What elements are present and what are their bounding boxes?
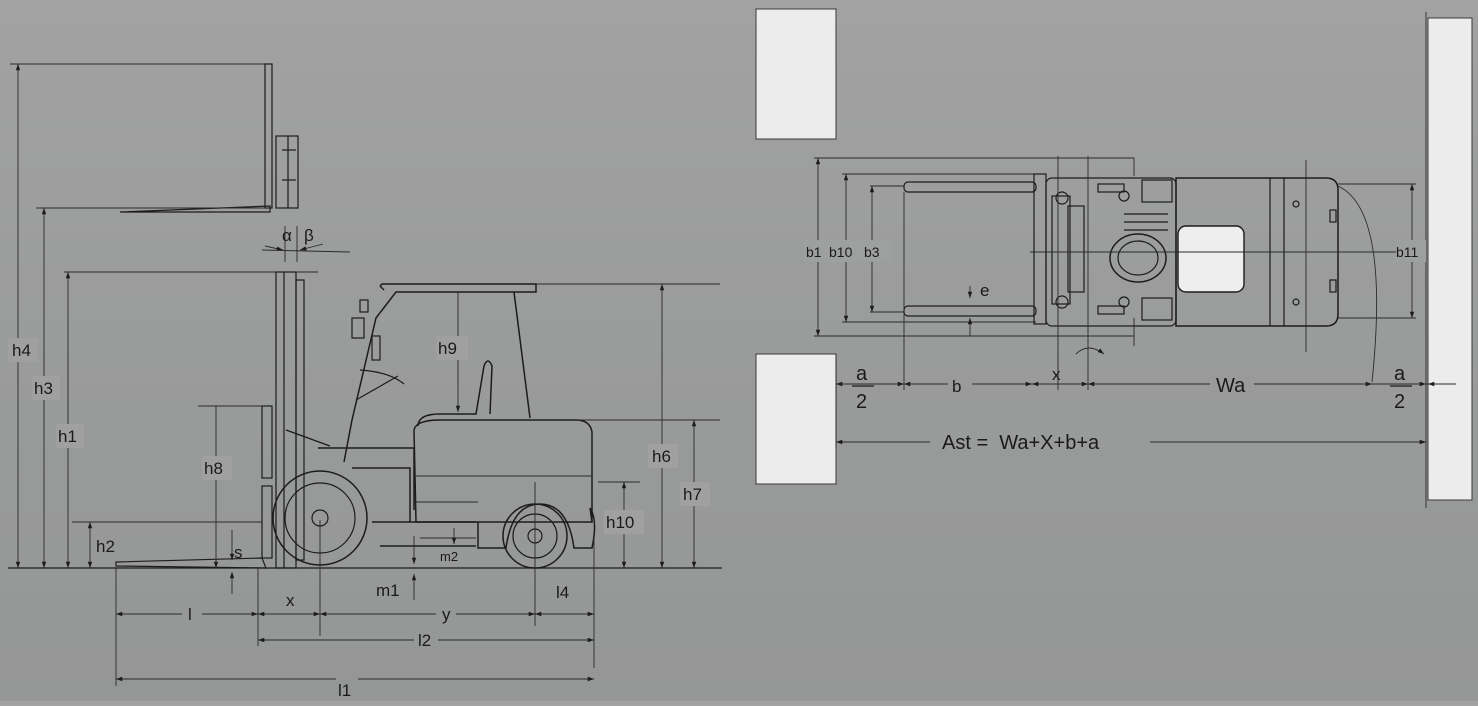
l2-label: l2 xyxy=(418,631,431,650)
side-view: α β xyxy=(8,63,722,700)
b11-label: b11 xyxy=(1396,244,1419,260)
e-label: e xyxy=(980,281,989,300)
a-left-numerator: a xyxy=(856,363,868,385)
top-horizontal-dimensions: a 2 b x Wa a 2 Ast = Wa+X+b+a xyxy=(836,363,1456,454)
rack-bottom-left xyxy=(755,353,837,485)
h2-label: h2 xyxy=(96,537,115,556)
b-label: b xyxy=(952,377,961,396)
wa-label: Wa xyxy=(1216,375,1246,397)
side-vertical-dimensions: h4 h3 h1 h2 h8 s h9 h6 h7 xyxy=(8,64,710,600)
top-view: b1 b10 b3 b11 e a 2 b x Wa xyxy=(755,8,1473,508)
x-label: x xyxy=(286,591,295,610)
rack-top-left xyxy=(755,8,837,140)
top-truck-body xyxy=(1033,173,1339,327)
wall-right xyxy=(1427,17,1473,501)
s-label: s xyxy=(234,543,243,562)
beta-label: β xyxy=(304,226,314,245)
seat xyxy=(1177,225,1245,293)
x-top-label: x xyxy=(1052,365,1061,384)
m2-label: m2 xyxy=(440,549,458,564)
raised-load xyxy=(10,63,299,213)
lowered-forks xyxy=(115,557,267,569)
b3-label: b3 xyxy=(864,244,880,260)
h9-label: h9 xyxy=(438,339,457,358)
ast-formula: Ast = Wa+X+b+a xyxy=(942,432,1100,454)
mast xyxy=(64,271,331,569)
m1-label: m1 xyxy=(376,581,400,600)
a-right-numerator: a xyxy=(1394,363,1406,385)
a-right-denominator: 2 xyxy=(1394,391,1405,413)
l1-label: l1 xyxy=(338,681,351,700)
side-horizontal-dimensions: l x y l4 l2 l1 xyxy=(116,583,594,700)
truck-body xyxy=(115,283,720,686)
h1-label: h1 xyxy=(58,427,77,446)
b10-label: b10 xyxy=(829,244,853,260)
l4-label: l4 xyxy=(556,583,569,602)
tilt-angle-markers: α β xyxy=(261,226,351,262)
h3-label: h3 xyxy=(34,379,53,398)
top-forks xyxy=(903,181,1037,390)
steering-wheel xyxy=(1109,233,1167,283)
h7-label: h7 xyxy=(683,485,702,504)
y-label: y xyxy=(442,605,451,624)
b1-label: b1 xyxy=(806,244,822,260)
h10-label: h10 xyxy=(606,513,634,532)
a-left-denominator: 2 xyxy=(856,391,867,413)
h4-label: h4 xyxy=(12,341,31,360)
top-vertical-dimensions: b1 b10 b3 b11 e xyxy=(804,158,1426,336)
h8-label: h8 xyxy=(204,459,223,478)
l-label: l xyxy=(188,605,192,624)
alpha-label: α xyxy=(282,226,292,245)
h6-label: h6 xyxy=(652,447,671,466)
